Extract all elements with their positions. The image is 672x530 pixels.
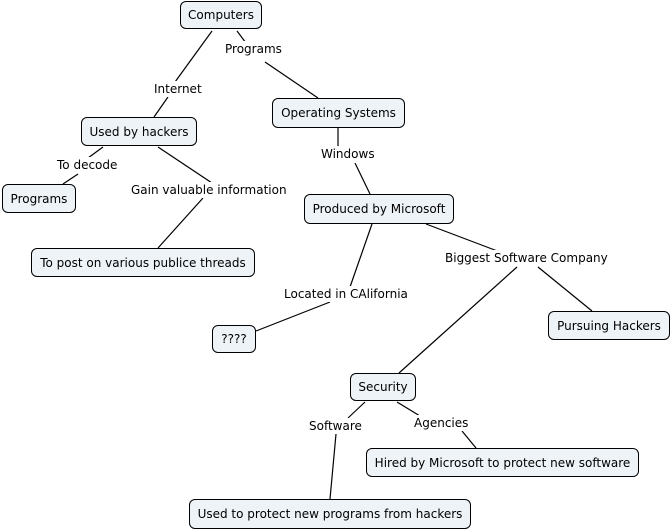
connector-software-protect xyxy=(329,433,337,500)
link-label-biggest-company: Biggest Software Company xyxy=(444,250,612,266)
connector-microsoft-located xyxy=(349,223,373,288)
connector-decode-programs xyxy=(62,173,79,185)
link-label-gain-information: Gain valuable information xyxy=(130,182,290,198)
concept-node-computers[interactable]: Computers xyxy=(180,1,262,29)
connector-hackers-gain xyxy=(157,146,213,184)
connector-programs-os xyxy=(264,61,319,99)
connector-gain-threads xyxy=(157,197,204,249)
connector-biggest-security xyxy=(398,266,518,374)
connector-security-agencies xyxy=(396,401,421,417)
link-label-software: Software xyxy=(308,418,367,434)
concept-node-unknown[interactable]: ???? xyxy=(212,325,256,353)
concept-node-produced-by-microsoft[interactable]: Produced by Microsoft xyxy=(304,194,454,224)
concept-node-protect-programs[interactable]: Used to protect new programs from hacker… xyxy=(189,499,471,529)
connector-internet-hackers xyxy=(153,96,169,118)
concept-node-used-by-hackers[interactable]: Used by hackers xyxy=(81,117,197,146)
link-label-located-in: Located in CAlifornia xyxy=(283,286,411,302)
concept-node-hired-by-microsoft[interactable]: Hired by Microsoft to protect new softwa… xyxy=(366,448,639,477)
connector-hackers-decode xyxy=(87,146,104,159)
connector-microsoft-biggest xyxy=(425,223,501,253)
connector-located-unknown xyxy=(255,301,331,332)
connector-windows-microsoft xyxy=(354,162,371,195)
concept-node-post-threads[interactable]: To post on various publice threads xyxy=(31,248,255,277)
concept-node-operating-systems[interactable]: Operating Systems xyxy=(272,98,405,128)
connector-computers-internet xyxy=(174,30,213,83)
link-label-windows: Windows xyxy=(320,146,379,162)
connector-agencies-hired xyxy=(461,430,477,449)
concept-node-programs[interactable]: Programs xyxy=(2,184,76,213)
link-label-agencies: Agencies xyxy=(413,415,470,431)
link-label-internet: Internet xyxy=(153,81,203,97)
connector-security-software xyxy=(347,401,366,419)
link-label-to-decode: To decode xyxy=(56,157,122,173)
connector-biggest-pursuing xyxy=(537,266,593,312)
concept-node-pursuing-hackers[interactable]: Pursuing Hackers xyxy=(548,311,670,340)
link-label-programs: Programs xyxy=(224,41,283,57)
concept-node-security[interactable]: Security xyxy=(350,373,416,401)
